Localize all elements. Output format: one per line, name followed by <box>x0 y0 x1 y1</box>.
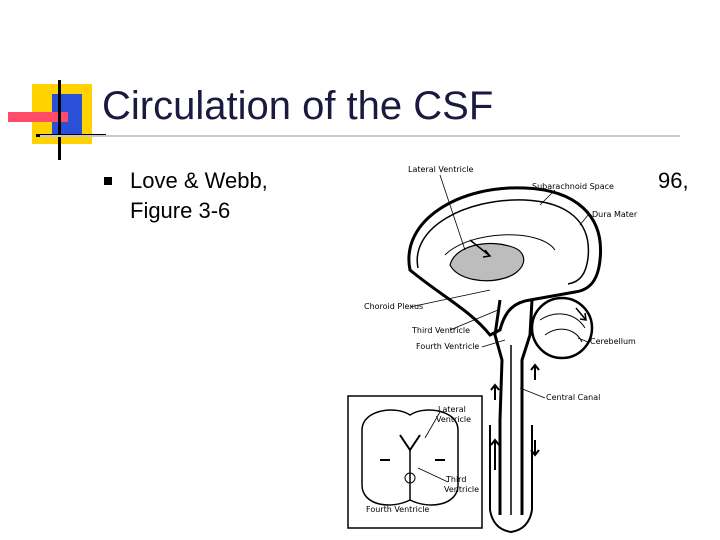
flow-arrow-3 <box>531 365 539 380</box>
brainstem <box>495 300 532 515</box>
label-choroid-plexus: Choroid Plexus <box>364 302 423 311</box>
label-subarachnoid-space: Subarachnoid Space <box>532 182 614 191</box>
deco-vertical-line <box>58 80 61 160</box>
label-third-ventricle: Third Ventricle <box>411 326 470 335</box>
slide-title: Circulation of the CSF <box>102 84 493 129</box>
flow-arrow-5 <box>491 440 499 470</box>
trailing-text: 96, <box>658 166 689 196</box>
inset-label-ventricle: Ventricle <box>436 415 471 424</box>
bullet-marker <box>104 177 112 185</box>
title-decoration <box>0 0 110 170</box>
label-dura-mater: Dura Mater <box>592 210 638 219</box>
bullet-text: Love & Webb, Figure 3-6 <box>130 166 268 226</box>
inset-coronal-section: Lateral Ventricle Third Ventricle Fourth… <box>348 396 482 528</box>
csf-circulation-figure: Lateral Ventricle Subarachnoid Space Dur… <box>340 160 660 535</box>
label-fourth-ventricle: Fourth Ventricle <box>416 342 479 351</box>
bullet-line-1: Love & Webb, <box>130 166 268 196</box>
lateral-ventricle-shape <box>450 243 524 280</box>
label-lateral-ventricle: Lateral Ventricle <box>408 165 473 174</box>
label-cerebellum: Cerebellum <box>590 337 636 346</box>
cerebellum-shape <box>532 298 592 358</box>
inset-label-fourth-ventricle: Fourth Ventricle <box>366 505 429 514</box>
label-central-canal: Central Canal <box>546 393 600 402</box>
bullet-line-2: Figure 3-6 <box>130 196 268 226</box>
flow-arrow-4 <box>491 385 499 400</box>
inset-label-lateral: Lateral <box>438 405 466 414</box>
inset-label-ventricle-2: Ventricle <box>444 485 479 494</box>
title-underline <box>40 135 680 137</box>
inset-label-third: Third <box>445 475 466 484</box>
